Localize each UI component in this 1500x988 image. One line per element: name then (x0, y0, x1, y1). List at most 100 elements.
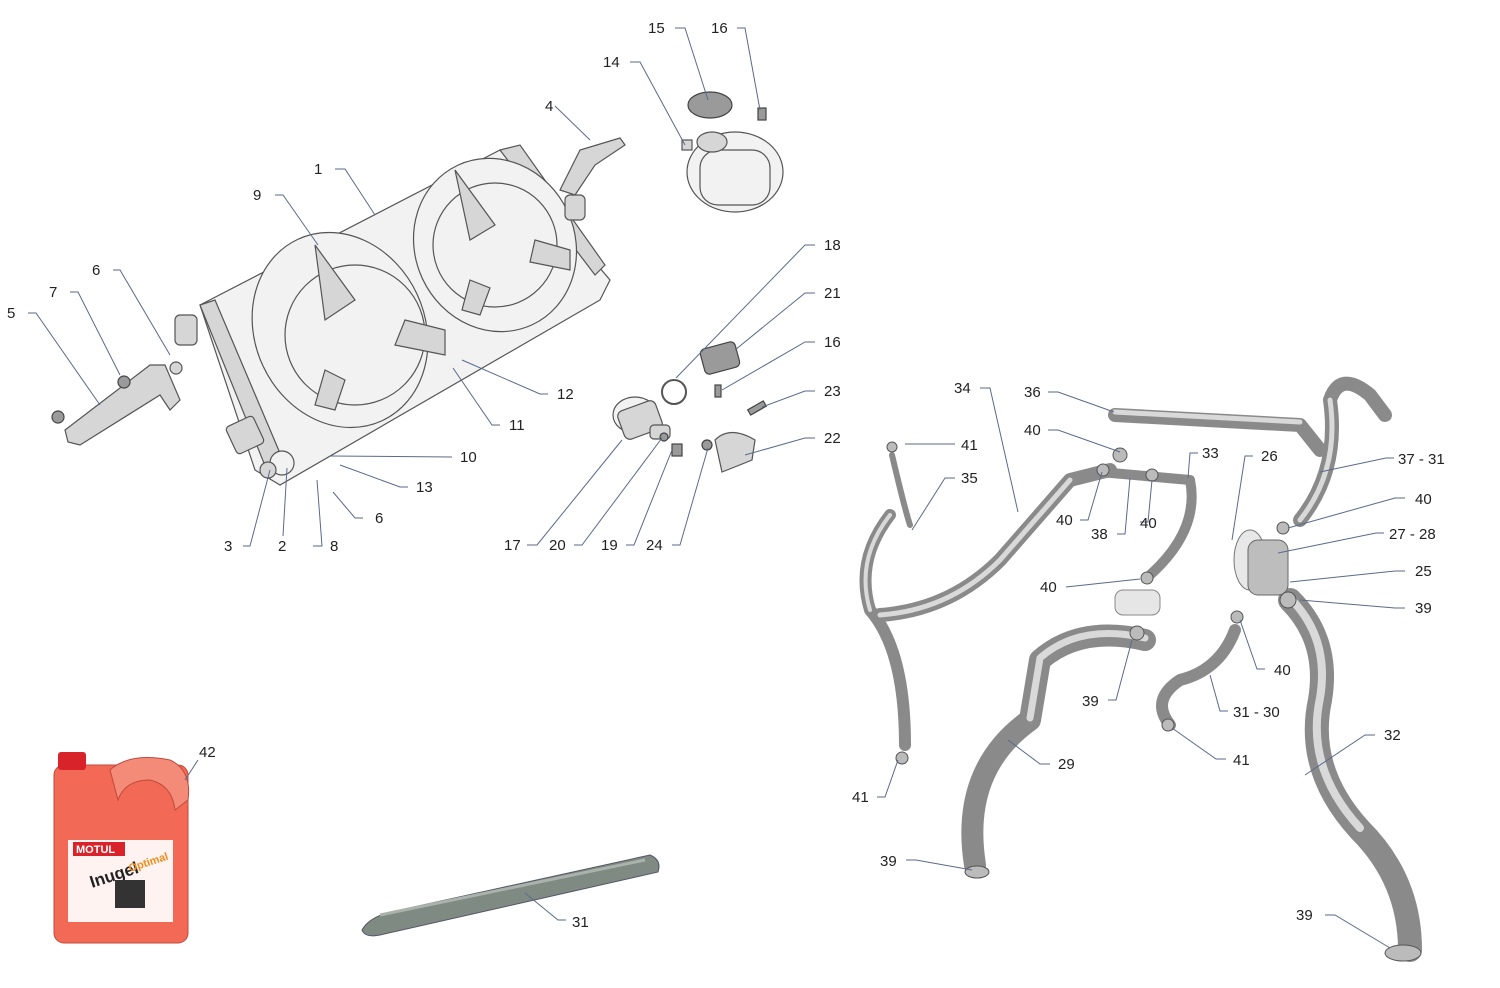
callout-19: 19 (601, 537, 618, 554)
hose-32 (1278, 588, 1422, 962)
callout-39-a: 39 (1415, 600, 1432, 617)
sensor-22 (714, 431, 756, 473)
callout-14: 14 (603, 54, 620, 71)
loose-hose-31 (361, 854, 660, 937)
callout-31-30: 31 - 30 (1233, 704, 1280, 721)
tee-fitting (1114, 589, 1161, 616)
callout-40-c: 40 (1140, 515, 1157, 532)
callout-37-31: 37 - 31 (1398, 451, 1445, 468)
callout-5: 5 (7, 305, 15, 322)
callout-31: 31 (572, 914, 589, 931)
callout-10: 10 (460, 449, 477, 466)
leader-lines (28, 27, 1405, 949)
right-bracket-plate (559, 137, 626, 196)
callout-40-a: 40 (1024, 422, 1041, 439)
left-bracket-plate (64, 364, 181, 446)
hose-41a (889, 452, 913, 528)
callout-13: 13 (416, 479, 433, 496)
fan-right-blade-3 (461, 279, 491, 316)
radiator-inlet (174, 314, 198, 346)
callout-41-c: 41 (852, 789, 869, 806)
callout-26: 26 (1261, 448, 1278, 465)
callout-24: 24 (646, 537, 663, 554)
callout-15: 15 (648, 20, 665, 37)
callout-36: 36 (1024, 384, 1041, 401)
callout-17: 17 (504, 537, 521, 554)
sensor-21 (699, 341, 741, 375)
expansion-tank-lower (699, 149, 771, 206)
hose-3130 (1156, 624, 1241, 731)
callout-40-b: 40 (1056, 512, 1073, 529)
callout-42: 42 (199, 744, 216, 761)
fan-left-blade-1 (314, 244, 356, 322)
callout-4: 4 (545, 98, 553, 115)
hose-29 (961, 624, 1156, 876)
callout-25: 25 (1415, 563, 1432, 580)
hose-36 (1108, 408, 1327, 457)
hose-31 (361, 854, 660, 937)
hose-38 (1095, 467, 1195, 485)
callout-20: 20 (549, 537, 566, 554)
coolant-can: MOTUL Inugel Optimal (53, 752, 190, 944)
left-bracket (51, 361, 183, 446)
callout-39-b: 39 (1082, 693, 1099, 710)
clamp-40f (1230, 610, 1244, 624)
clamp-40b (1096, 463, 1110, 477)
callout-27-28: 27 - 28 (1389, 526, 1436, 543)
callout-41-a: 41 (961, 437, 978, 454)
callout-9: 9 (253, 187, 261, 204)
expansion-bolt (757, 107, 767, 121)
expansion-hose-nipple (681, 139, 693, 151)
callout-3: 3 (224, 538, 232, 555)
clamp-39d (1384, 944, 1422, 962)
right-bracket (559, 137, 626, 196)
expansion-tank-neck (696, 131, 728, 153)
callout-35: 35 (961, 470, 978, 487)
clamp-41c (895, 751, 909, 765)
callout-29: 29 (1058, 756, 1075, 773)
fan-right-blade-2 (529, 239, 571, 271)
callout-40-e: 40 (1415, 491, 1432, 508)
coolant-can-cap (58, 752, 86, 770)
clamp-40d (1140, 571, 1154, 585)
callout-32: 32 (1384, 727, 1401, 744)
callout-6-top: 6 (92, 262, 100, 279)
thermostat-parts (612, 341, 768, 473)
callout-7: 7 (49, 284, 57, 301)
bolt-23 (746, 400, 768, 416)
drain-cap (259, 461, 277, 479)
clamp-41a (886, 441, 898, 453)
callout-1: 1 (314, 161, 322, 178)
callout-33: 33 (1202, 445, 1219, 462)
expansion-tank-assembly (681, 91, 784, 213)
callout-8: 8 (330, 538, 338, 555)
washer-24 (701, 439, 713, 451)
clamp-40e (1276, 521, 1290, 535)
fan-right-blade-1 (454, 169, 496, 241)
water-outlet-25 (1247, 539, 1289, 596)
expansion-cap (687, 91, 733, 119)
bolt-16b (714, 384, 722, 398)
o-ring-18 (661, 379, 687, 405)
callout-38: 38 (1091, 526, 1108, 543)
brand-badge (73, 842, 125, 856)
callout-34: 34 (954, 380, 971, 397)
hose-33 (1145, 475, 1197, 580)
callout-39-d: 39 (1296, 907, 1313, 924)
clamp-40c (1145, 468, 1159, 482)
callout-21: 21 (824, 285, 841, 302)
product-image (115, 880, 145, 908)
clamp-39a (1279, 591, 1297, 609)
callout-23: 23 (824, 383, 841, 400)
hoses (859, 376, 1422, 962)
callout-39-c: 39 (880, 853, 897, 870)
bolt-19 (671, 443, 683, 457)
callout-22: 22 (824, 430, 841, 447)
callout-labels: 15 16 14 4 1 9 6 7 5 18 21 16 23 22 12 1… (7, 20, 1445, 931)
hose-34 (873, 463, 1117, 622)
bolt-7b (117, 375, 131, 389)
bushing-6 (169, 361, 183, 375)
callout-11: 11 (509, 417, 525, 434)
callout-40-d: 40 (1040, 579, 1057, 596)
